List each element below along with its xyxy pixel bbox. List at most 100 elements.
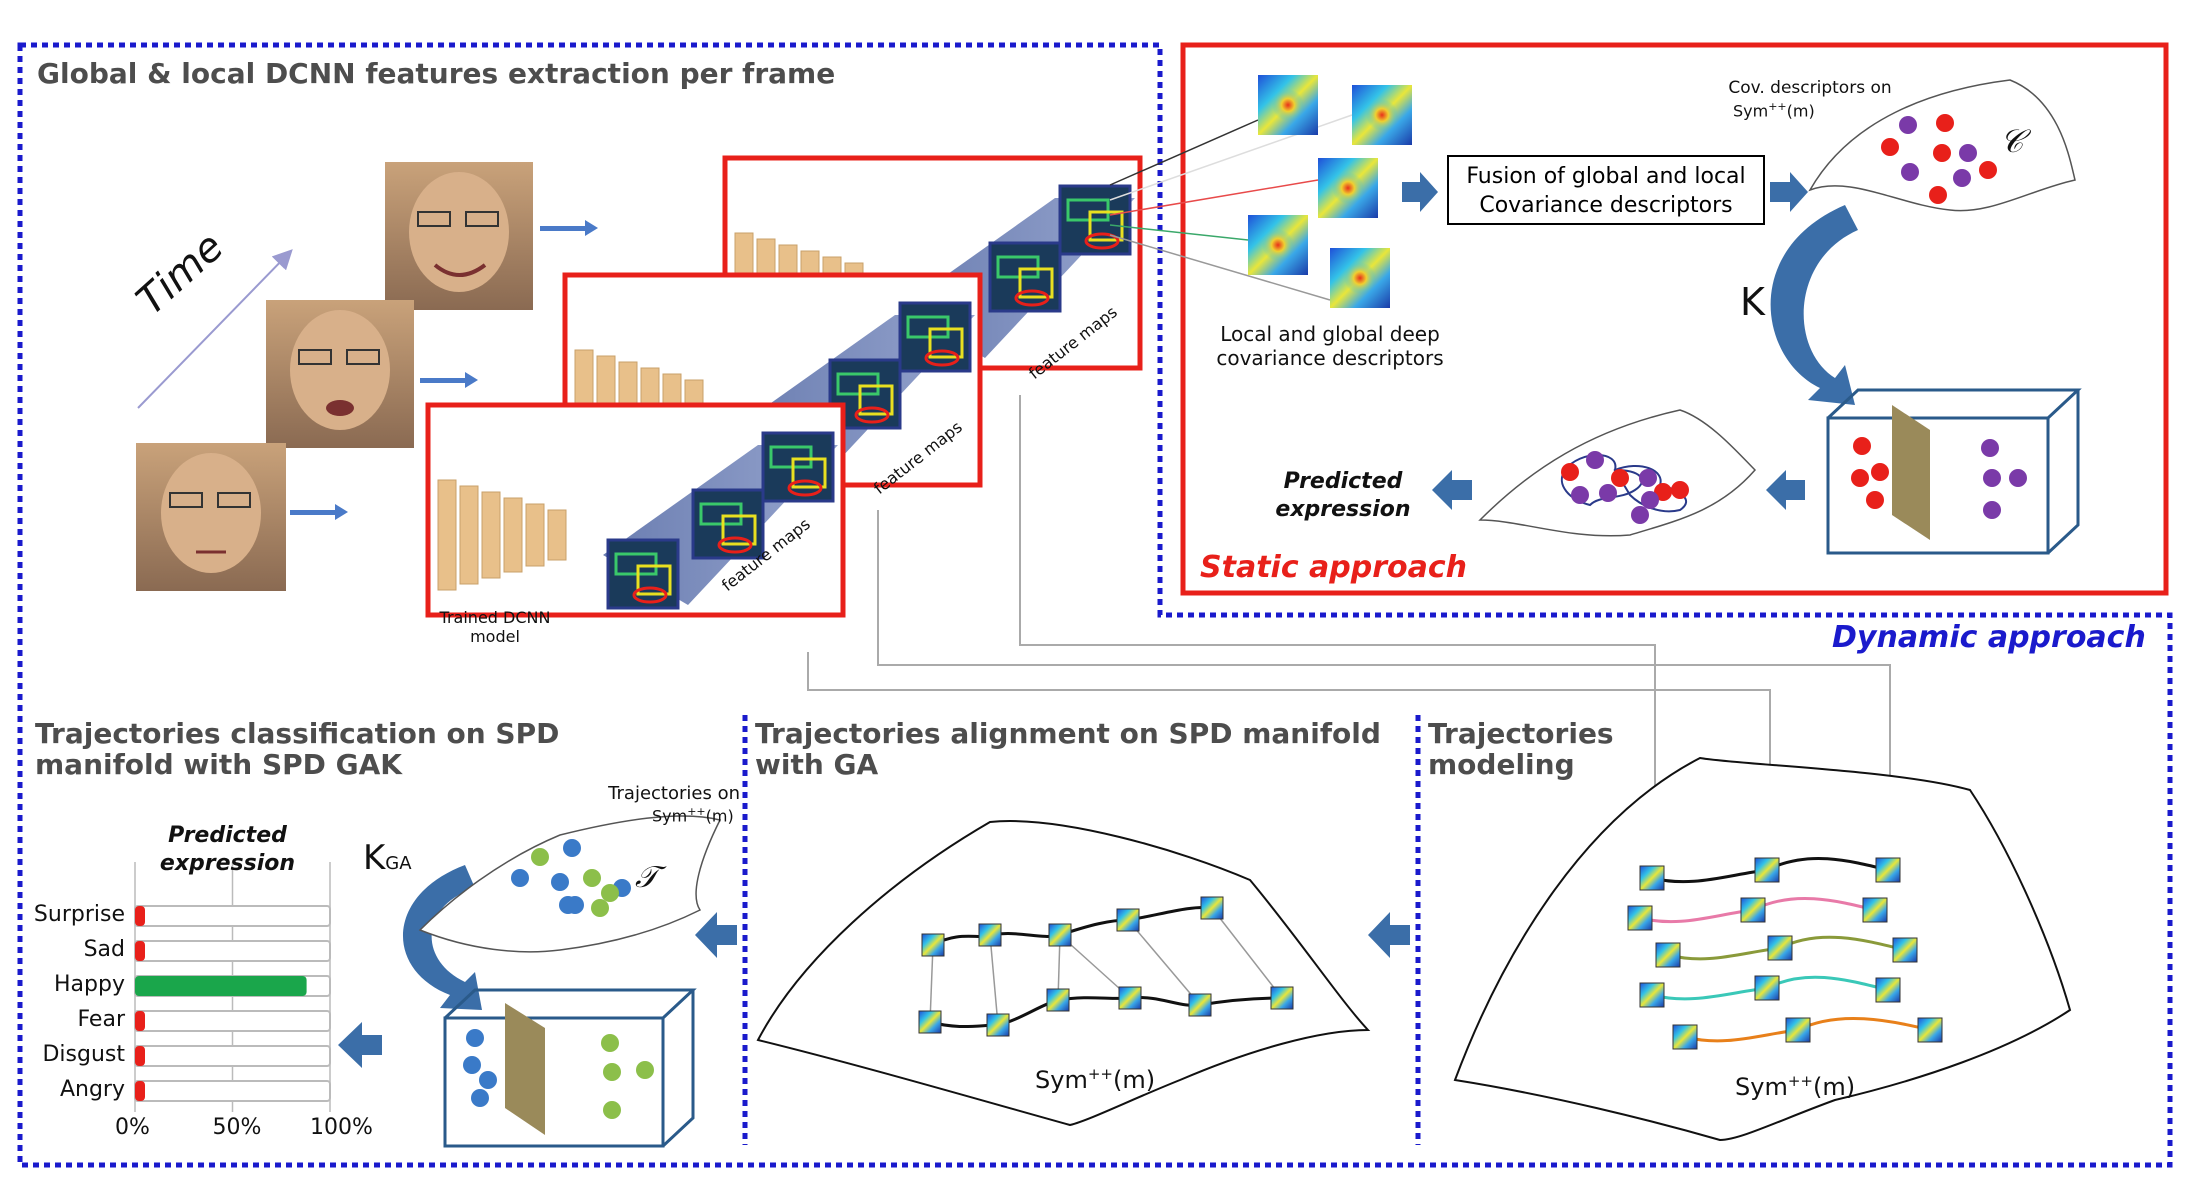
arrow-cube-to-bars	[338, 1022, 382, 1068]
feature-descriptor-lines	[1109, 114, 1353, 301]
chart-tick-label: 50%	[212, 1115, 262, 1140]
arrow-to-manifold	[1770, 172, 1808, 212]
traj-point	[1046, 988, 1070, 1012]
chart-tick-label: 0%	[115, 1115, 150, 1140]
align-link	[1127, 919, 1201, 1006]
chart-category-label: Angry	[59, 1077, 125, 1102]
traj-point	[1048, 923, 1072, 947]
dot	[1881, 138, 1899, 156]
dcnn-layer	[459, 485, 479, 585]
sym-sup-traj: ++	[687, 805, 706, 818]
cov-desc-on-label: Cov. descriptors on	[1728, 78, 1892, 98]
predicted-expression-chart	[134, 862, 331, 1112]
arrow-alignment-to-classification	[695, 912, 737, 958]
dot	[566, 896, 584, 914]
trained-model-line1: Trained DCNN	[439, 608, 551, 627]
traj-point	[1917, 1017, 1943, 1043]
traj-point	[1892, 937, 1918, 963]
feature-map-green	[996, 255, 1040, 279]
sym-label-modeling: Sym++(m)	[1735, 1072, 1855, 1101]
arrow-modeling-to-alignment	[1368, 912, 1410, 958]
dot	[1929, 186, 1947, 204]
chart-title: Predicted expression	[140, 822, 315, 878]
chart-bar-track	[134, 1045, 331, 1067]
dot	[1871, 463, 1889, 481]
dot	[1979, 161, 1997, 179]
dot	[2009, 469, 2027, 487]
feature-map-red	[632, 586, 668, 604]
feature-map-green	[699, 502, 743, 526]
sym-text: Sym	[1733, 101, 1769, 121]
dot	[479, 1071, 497, 1089]
static-approach-box	[1180, 42, 2169, 596]
chart-bar-track	[134, 1010, 331, 1032]
feature-map-yellow	[721, 514, 757, 546]
dot	[1641, 491, 1659, 509]
dot	[1981, 439, 1999, 457]
sym-text-alignment: Sym	[1035, 1066, 1088, 1094]
face-arrows	[290, 220, 598, 520]
classification-cube-dots	[463, 1029, 654, 1119]
traj-point	[986, 1013, 1010, 1037]
static-approach-title: Static approach	[1200, 550, 1468, 585]
alignment-trajectories	[918, 896, 1294, 1037]
local-global-desc-label: Local and global deep covariance descrip…	[1195, 322, 1465, 370]
dot	[1571, 486, 1589, 504]
dcnn-block-1	[425, 402, 846, 618]
traj-point	[1862, 897, 1888, 923]
sym-sup: ++	[1768, 100, 1787, 113]
kga-k: K	[363, 838, 386, 878]
sym-label-static: Sym++(m)	[1733, 100, 1815, 120]
sym-sup-alignment: ++	[1087, 1065, 1113, 1083]
traj-point	[1655, 942, 1681, 968]
modeling-title: Trajectories modeling	[1428, 718, 1614, 780]
dot	[601, 1034, 619, 1052]
chart-bar-track	[134, 905, 331, 927]
heatmap-spot	[1366, 99, 1398, 131]
traj-point	[918, 1010, 942, 1034]
chart-category-label: Disgust	[42, 1042, 125, 1067]
sym-arg-traj: (m)	[705, 806, 734, 826]
covariance-descriptor-heatmaps	[1248, 75, 1412, 308]
predicted-expression-static: Predicted expression	[1258, 468, 1428, 524]
traj-point	[1627, 905, 1653, 931]
traj-point	[1672, 1024, 1698, 1050]
chart-bar	[135, 941, 145, 961]
sym-arg-alignment: (m)	[1112, 1066, 1156, 1094]
dot	[1611, 469, 1629, 487]
predicted-static-line1: Predicted	[1283, 469, 1403, 494]
feature-map-red	[1014, 289, 1050, 307]
dot	[603, 1101, 621, 1119]
dot	[1933, 144, 1951, 162]
chart-bar-track	[134, 1080, 331, 1102]
t-symbol: 𝒯	[635, 860, 658, 895]
dcnn-layer	[547, 509, 567, 561]
arrow-to-fusion	[1402, 172, 1438, 212]
arrow-to-predicted	[1432, 470, 1472, 510]
traj-point	[1767, 935, 1793, 961]
align-link	[1211, 907, 1283, 999]
dot	[1671, 481, 1689, 499]
traj-point	[1754, 975, 1780, 1001]
sym-sup-modeling: ++	[1787, 1072, 1813, 1090]
global-local-title: Global & local DCNN features extraction …	[37, 57, 836, 90]
chart-title-line2: expression	[159, 851, 296, 876]
dot	[471, 1089, 489, 1107]
chart-category-label: Surprise	[33, 902, 125, 927]
dot	[551, 873, 569, 891]
sym-arg-modeling: (m)	[1812, 1073, 1856, 1101]
trained-model-line2: model	[470, 627, 520, 646]
dot	[1936, 114, 1954, 132]
heatmap-spot	[1272, 89, 1304, 121]
align-link	[1059, 934, 1131, 999]
dot	[1599, 484, 1617, 502]
feature-map-red	[717, 536, 753, 554]
chart-bar	[135, 1046, 145, 1066]
global-region-border	[17, 42, 2173, 1168]
chart-title-line1: Predicted	[168, 823, 287, 848]
dot	[1866, 491, 1884, 509]
dot	[1983, 469, 2001, 487]
fusion-box: Fusion of global and local Covariance de…	[1447, 155, 1765, 225]
dot	[1654, 483, 1672, 501]
local-global-desc-line2: covariance descriptors	[1216, 346, 1444, 370]
